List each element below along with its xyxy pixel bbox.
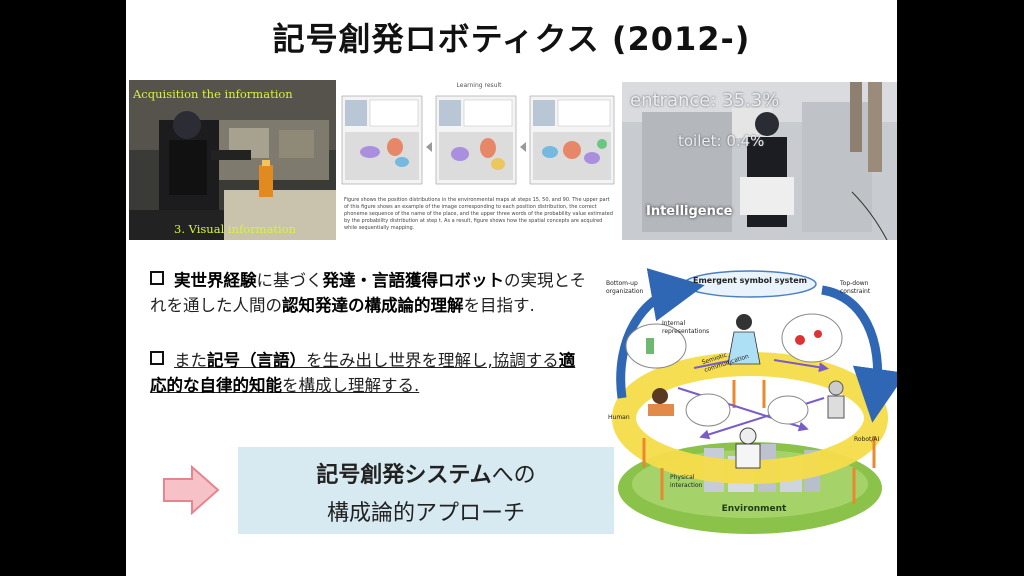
bullet-2-part-5: を構成し理解する. [282, 376, 420, 395]
bullet-1-part-6: を目指す. [463, 296, 535, 315]
intelligence-photo: entrance: 35.3% toilet: 0.4% Intelligenc… [622, 82, 897, 240]
bullet-1-part-2: に基づく [256, 271, 323, 290]
slide: 記号創発ロボティクス (2012-) Acquisition the infor… [126, 0, 897, 576]
acquisition-photo: Acquisition the information 3. Visual in… [129, 80, 336, 240]
bullet-1-part-5: 認知発達の構成論的理解 [282, 296, 464, 315]
emergent-symbol-diagram: Emergent symbol system Bottom-up organiz… [604, 268, 897, 538]
intelligence-photo-art [622, 82, 897, 240]
acquisition-photo-art [129, 80, 336, 240]
bullet-1-part-1: 実世界経験 [174, 271, 257, 290]
bottom-up-label: Bottom-up organization [606, 280, 644, 295]
approach-box: 記号創発システムへの 構成論的アプローチ [238, 447, 614, 534]
acquisition-caption-bottom: 3. Visual information [174, 222, 297, 236]
learning-maps [341, 95, 615, 185]
intelligence-toilet-label: toilet: 0.4% [678, 132, 765, 150]
learning-figure-caption: Figure shows the position distributions … [344, 197, 613, 231]
internal-representations-label: Internal representations [662, 320, 710, 335]
bullet-square-icon [150, 271, 164, 285]
learning-result-title: Learning result [456, 82, 502, 89]
top-down-label: Top-down constraint [840, 280, 871, 295]
physical-interaction-label: Physical interaction [670, 474, 703, 489]
intelligence-label: Intelligence [646, 204, 733, 219]
robot-ai-label: Robot/AI [854, 436, 880, 443]
environment-label: Environment [721, 504, 787, 514]
bullet-2: また記号（言語）を生み出し世界を理解し,協調する適応的な自律的知能を構成し理解す… [150, 348, 590, 398]
bullet-1-part-3: 発達・言語獲得ロボット [322, 271, 505, 290]
intelligence-entrance-label: entrance: 35.3% [630, 90, 780, 111]
bullet-2-part-3: を生み出し世界を理解し,協調する [306, 351, 559, 370]
emergent-symbol-label: Emergent symbol system [692, 276, 807, 285]
bullet-2-part-1: また [174, 351, 207, 370]
right-arrow-icon [163, 465, 220, 515]
approach-bold-text: 記号創発システム [316, 463, 492, 488]
human-label: Human [608, 414, 630, 421]
acquisition-caption-top: Acquisition the information [133, 87, 293, 101]
slide-title: 記号創発ロボティクス (2012-) [272, 20, 751, 58]
learning-result-figure: Learning result [340, 80, 618, 240]
approach-rest-text: への [491, 463, 536, 488]
approach-line-1: 記号創発システムへの [238, 457, 614, 489]
bullet-square-icon [150, 351, 164, 365]
diagram-art [612, 268, 897, 534]
approach-line-2: 構成論的アプローチ [326, 501, 525, 526]
bullet-2-part-2: 記号（言語） [207, 351, 306, 370]
bullet-2-part-4: 適応的な自律的知能 [150, 351, 576, 395]
bullet-1: 実世界経験に基づく発達・言語獲得ロボットの実現とそれを通した人間の認知発達の構成… [150, 268, 590, 318]
bullet-1-part-4: の実現とそれを通した人間の [150, 271, 587, 315]
